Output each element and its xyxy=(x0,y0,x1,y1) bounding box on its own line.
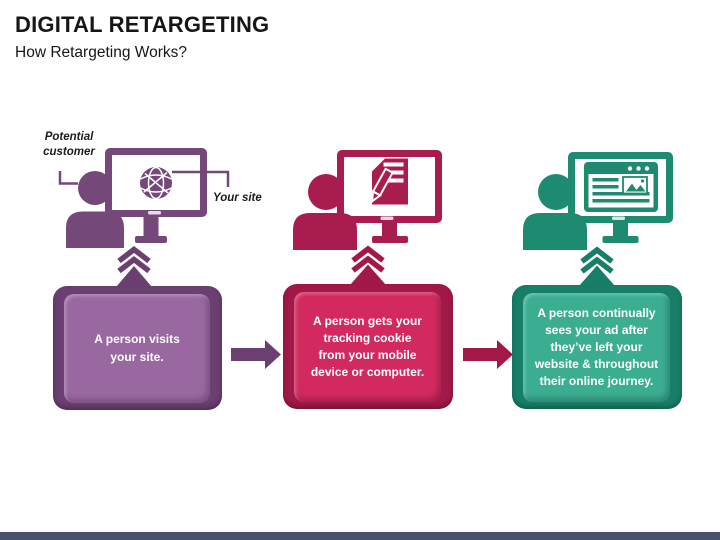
person-head xyxy=(308,174,344,210)
step-box-1-inner: A person visits your site. xyxy=(64,294,210,403)
step-box-3: A person continually sees your ad after … xyxy=(512,285,682,409)
monitor-chin-dash xyxy=(380,216,394,220)
globe-icon xyxy=(140,166,172,200)
your-site-connector-line xyxy=(172,170,230,187)
step-box-1: A person visits your site. xyxy=(53,286,222,410)
monitor-chin-dash xyxy=(148,211,161,215)
your-site-label: Your site xyxy=(213,192,262,204)
webpage-ad-icon xyxy=(584,162,658,212)
chevron-up-icon-step2 xyxy=(350,245,386,285)
footer-bar xyxy=(0,532,720,540)
person-at-monitor-globe-icon xyxy=(66,148,207,248)
page-title: DIGITAL RETARGETING xyxy=(15,12,270,37)
monitor-stand xyxy=(613,223,628,237)
monitor-base xyxy=(135,236,167,243)
person-body xyxy=(66,211,124,248)
monitor-base xyxy=(602,236,639,243)
chevron-up-icon-step1 xyxy=(116,246,152,287)
person-body xyxy=(523,213,587,250)
person-at-monitor-webpage-ad-icon xyxy=(523,152,673,250)
step-3-text: A person continually sees your ad after … xyxy=(534,305,659,389)
potential-customer-label: Potential customer xyxy=(43,131,95,159)
step-box-2-inner: A person gets your tracking cookie from … xyxy=(294,292,441,402)
step-1-text: A person visits your site. xyxy=(94,332,180,364)
step-2-text: A person gets your tracking cookie from … xyxy=(310,313,425,380)
person-at-monitor-tracking-document-icon xyxy=(293,150,442,250)
person-body xyxy=(293,213,357,250)
person-head xyxy=(78,171,112,205)
monitor-chin-dash xyxy=(612,216,625,220)
monitor-base xyxy=(372,236,408,243)
step-box-2: A person gets your tracking cookie from … xyxy=(283,284,453,409)
person-head xyxy=(538,174,574,210)
potential-customer-connector-line xyxy=(58,171,78,185)
page-subtitle: How Retargeting Works? xyxy=(15,44,188,61)
monitor-stand xyxy=(143,217,159,237)
arrow-right-icon-2 xyxy=(463,340,513,369)
step-box-3-inner: A person continually sees your ad after … xyxy=(523,293,670,402)
arrow-right-icon-1 xyxy=(231,340,281,369)
chevron-up-icon-step3 xyxy=(579,246,615,286)
monitor-stand xyxy=(382,223,397,237)
pencil-icon xyxy=(370,167,394,204)
document-pencil-icon xyxy=(370,158,408,205)
